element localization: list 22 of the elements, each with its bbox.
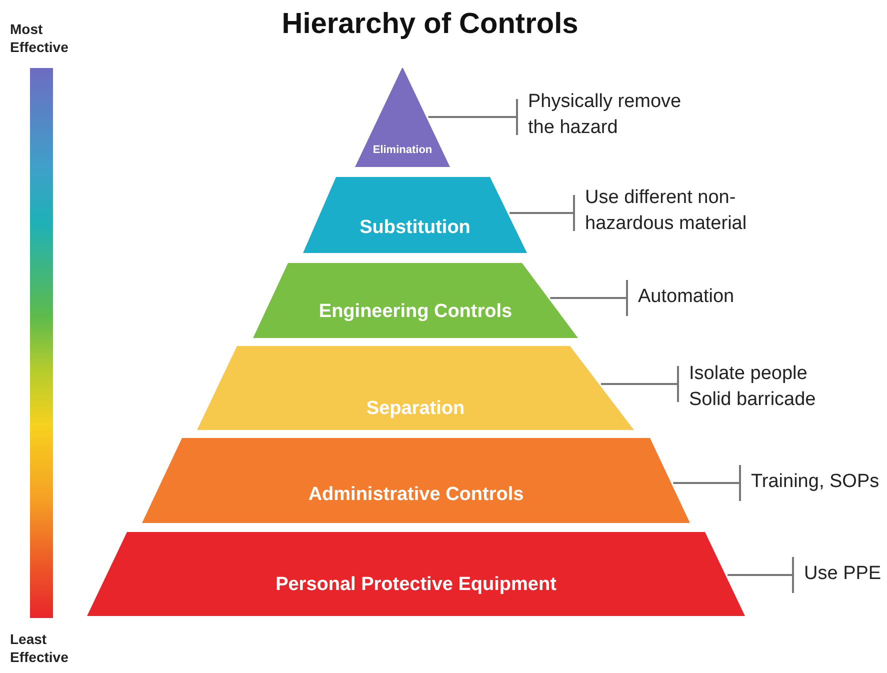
bracket-connector [727, 556, 794, 594]
control-description: Use PPE [793, 561, 883, 587]
bracket-connector [510, 194, 575, 232]
bracket-connector [673, 464, 741, 502]
level-label: Substitution [360, 217, 470, 239]
bracket-connector [600, 365, 679, 403]
level-label: Separation [366, 398, 465, 420]
bracket-connector [550, 279, 628, 317]
title: Hierarchy of Controls [280, 8, 580, 41]
control-description: Automation [627, 284, 777, 310]
level-label: Personal Protective Equipment [276, 574, 556, 596]
scale-label: Least Effective [10, 630, 70, 666]
effectiveness-gradient-bar [30, 68, 53, 618]
scale-label: Most Effective [10, 20, 70, 56]
control-description: Training, SOPs [740, 469, 885, 495]
level-label: Engineering Controls [318, 301, 512, 323]
bracket-connector [428, 98, 518, 136]
control-description: Use different non-hazardous material [574, 185, 789, 236]
level-label: Elimination [372, 144, 432, 156]
control-description: Isolate people Solid barricade [678, 361, 848, 412]
level-label: Administrative Controls [308, 484, 524, 506]
control-description: Physically remove the hazard [517, 89, 692, 140]
